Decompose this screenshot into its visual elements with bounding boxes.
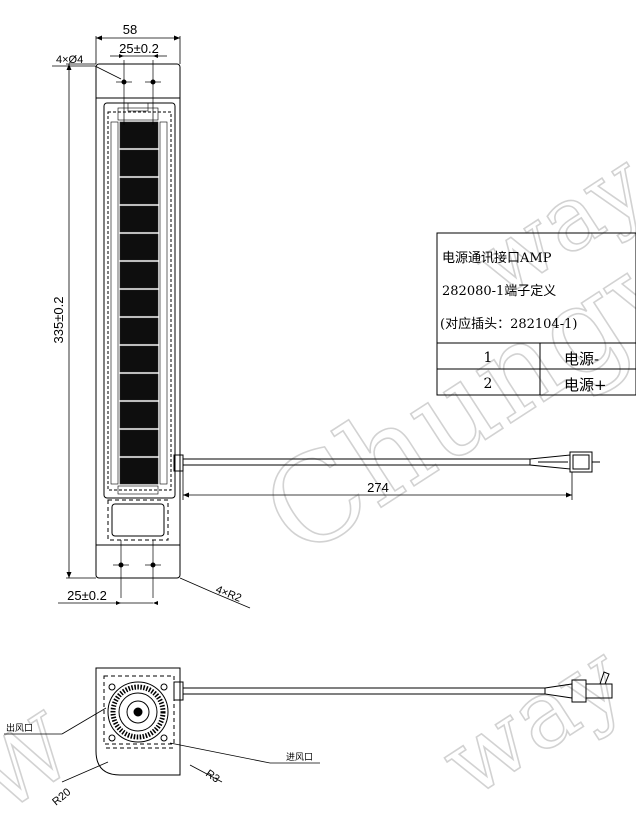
dimension-arrows	[66, 35, 572, 605]
dim-radius-small: R3	[203, 768, 221, 786]
hole-centerlines	[113, 60, 161, 598]
cable-side	[183, 671, 613, 703]
fin-side-ribs	[110, 102, 168, 495]
outlet-label: 出风口	[6, 722, 33, 734]
connector-table	[436, 232, 636, 396]
table-row-2-label: 电源+	[564, 376, 607, 394]
cable-front	[183, 451, 600, 473]
side-view	[95, 667, 184, 776]
dim-overall-height: 335±0.2	[51, 297, 66, 344]
dim-hole-count: 4×Ø4	[56, 54, 83, 66]
watermark-bottom-left: W	[0, 695, 92, 815]
side-housing	[95, 667, 181, 776]
table-header-line-3: (对应插头：282104-1)	[440, 316, 577, 332]
side-leaders	[4, 707, 320, 783]
fin-grid	[119, 121, 159, 485]
dim-corner-radius: 4×R2	[214, 584, 243, 605]
dim-hole-spacing-top: 25±0.2	[119, 41, 159, 56]
blower-wheel	[107, 681, 169, 743]
watermark-bottom-right: way	[423, 622, 636, 815]
inlet-label: 进风口	[286, 752, 313, 763]
table-header-line-1: 电源通讯接口AMP	[442, 250, 552, 266]
housing-outline	[95, 63, 181, 579]
dim-overall-width: 58	[123, 22, 137, 37]
table-row-1-label: 电源-	[564, 350, 599, 368]
dim-hole-spacing-bottom: 25±0.2	[67, 588, 107, 603]
dim-cable-length: 274	[367, 480, 389, 495]
table-header-line-2: 282080-1端子定义	[442, 284, 556, 299]
table-row-2-pin: 2	[484, 376, 493, 392]
table-row-1-pin: 1	[484, 350, 493, 366]
